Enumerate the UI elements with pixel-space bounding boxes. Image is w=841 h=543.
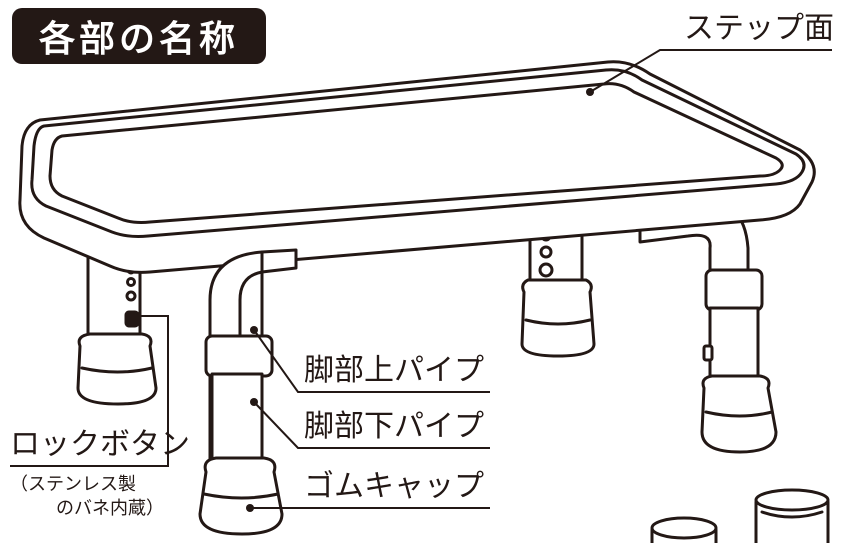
front-right-leg — [638, 202, 778, 454]
lock-button-note-line1: （ステンレス製 — [10, 474, 136, 495]
lock-button-note-line2: のバネ内蔵） — [56, 498, 164, 519]
back-right-leg — [520, 220, 596, 358]
leader-lines — [10, 49, 832, 509]
spare-pipe-parts — [650, 488, 830, 543]
leader-dots — [246, 88, 594, 512]
step-surface-board — [18, 60, 816, 274]
label-rubber-cap: ゴムキャップ — [304, 469, 484, 504]
page-title: 各部の名称 — [12, 8, 266, 64]
label-lower-leg-pipe: 脚部下パイプ — [304, 409, 484, 444]
label-upper-leg-pipe: 脚部上パイプ — [304, 353, 484, 388]
front-left-leg — [198, 248, 298, 536]
label-step-surface: ステップ面 — [684, 11, 834, 46]
label-lock-button: ロックボタン — [10, 427, 190, 462]
